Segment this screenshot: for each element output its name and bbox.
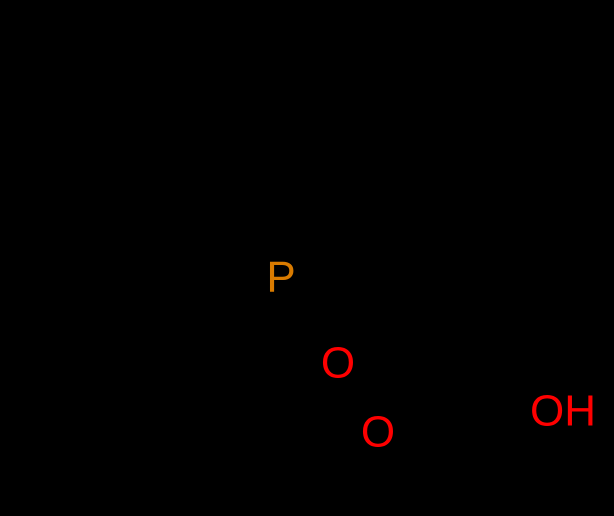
bond-ring-c-3	[484, 169, 562, 217]
bond-p-to-phenyl-upper	[294, 240, 348, 268]
bond-carboxyl-double-b	[397, 421, 466, 431]
bond-p-to-phenyl-left	[229, 295, 275, 344]
phosphine-bonds	[229, 240, 417, 344]
bond-ring-a-3	[196, 115, 275, 163]
label-backdrop-o2	[355, 409, 401, 455]
atom-label-hydroxyl: OH	[530, 387, 596, 436]
benzene-ring-right	[411, 169, 562, 342]
bond-p-to-benzene	[299, 252, 417, 275]
atom-label-oxygen-ester: O	[321, 339, 355, 388]
bond-ring-b-inner-1	[98, 274, 163, 314]
bond-carboxyl-double-a	[357, 369, 473, 405]
bond-ring-b-5	[157, 380, 235, 428]
bond-ring-c-5	[484, 294, 562, 342]
bond-ring-c-6	[411, 294, 490, 342]
label-backdrop-o1	[315, 340, 361, 386]
bond-ring-c-inner-2	[484, 184, 549, 224]
phenyl-ring-left	[85, 259, 235, 428]
bond-ring-a-2	[269, 115, 348, 163]
bond-ring-c-inner-3	[484, 287, 549, 327]
atom-label-oxygen-carbonyl: O	[361, 408, 395, 457]
label-backdrop-oh	[528, 386, 600, 436]
bond-ring-c-2	[411, 169, 490, 217]
bond-ring-b-1	[157, 259, 235, 303]
atom-label-backdrops	[257, 253, 600, 455]
atom-label-phosphorus: P	[266, 253, 295, 302]
bond-ring-a-inner-2	[209, 130, 275, 170]
bond-ring-b-inner-2	[98, 369, 163, 409]
bond-ring-b-2	[85, 259, 163, 303]
label-backdrop-p	[257, 253, 305, 301]
bond-ring-b-4	[85, 380, 163, 428]
